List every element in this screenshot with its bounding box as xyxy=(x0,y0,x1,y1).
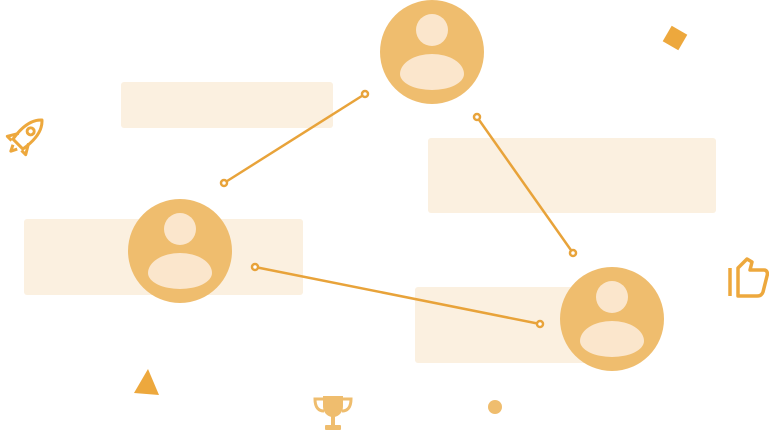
diamond-shape xyxy=(662,25,688,51)
connector-line xyxy=(472,112,578,258)
user-avatar-icon xyxy=(380,0,484,104)
user-avatar-icon xyxy=(560,267,664,371)
dot-shape xyxy=(488,400,502,414)
thumbs-up-icon xyxy=(728,257,769,298)
rocket-icon xyxy=(5,118,44,157)
triangle-shape xyxy=(134,369,159,395)
user-avatar-icon xyxy=(128,199,232,303)
trophy-icon xyxy=(313,396,353,430)
placeholder-card xyxy=(121,82,333,128)
connector-line xyxy=(250,262,545,329)
connector-line xyxy=(219,89,370,188)
placeholder-card xyxy=(415,287,590,363)
placeholder-card xyxy=(428,138,716,213)
